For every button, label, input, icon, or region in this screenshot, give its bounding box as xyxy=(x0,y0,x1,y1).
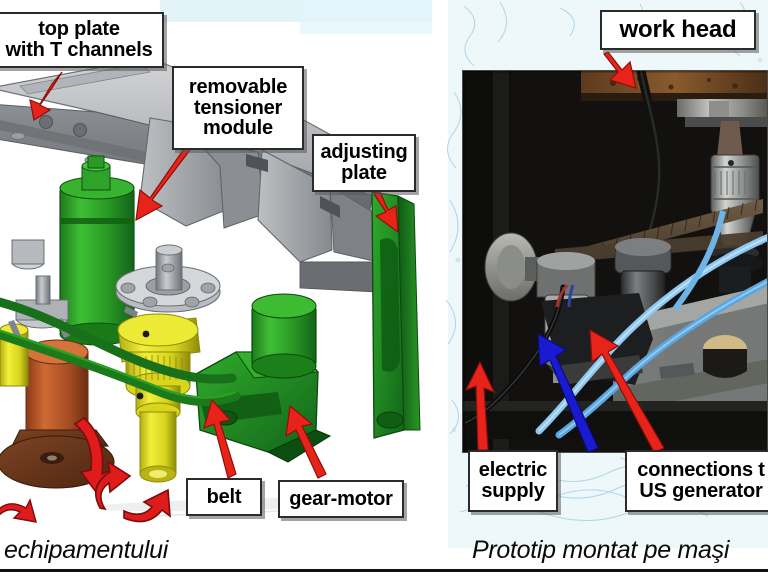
callout-us-generator[interactable]: connections t US generator xyxy=(625,450,768,512)
belt-highlight xyxy=(0,329,237,399)
rotation-arrow-curved xyxy=(94,460,171,523)
callout-gear-motor[interactable]: gear-motor xyxy=(278,480,404,518)
yellow-spindle xyxy=(117,313,201,483)
left-panel-tint-band-2 xyxy=(300,0,432,34)
rotation-arrow-small xyxy=(0,498,37,523)
bearing-flange xyxy=(115,244,221,318)
callout-belt[interactable]: belt xyxy=(186,478,262,516)
tensioner-module-cylinder xyxy=(59,155,135,346)
left-figure-caption: echipamentului xyxy=(4,536,168,564)
adjusting-plate-part xyxy=(371,191,421,439)
callout-electric-supply[interactable]: electric supply xyxy=(468,450,558,512)
callout-removable-tensioner[interactable]: removable tensioner module xyxy=(172,66,304,150)
left-figure-panel: top plate with T channels removable tens… xyxy=(0,0,432,523)
drive-belt-upper xyxy=(0,297,237,384)
right-figure-caption: Prototip montat pe maşi xyxy=(472,536,730,564)
callout-top-plate[interactable]: top plate with T channels xyxy=(0,12,164,68)
callout-work-head[interactable]: work head xyxy=(600,10,756,50)
prototype-photograph xyxy=(462,70,768,453)
rotation-arrow-vertical xyxy=(73,416,113,498)
right-figure-panel: work head electric supply connections t … xyxy=(440,0,768,548)
callout-adjusting-plate[interactable]: adjusting plate xyxy=(312,134,416,192)
footer-rule xyxy=(0,569,768,572)
